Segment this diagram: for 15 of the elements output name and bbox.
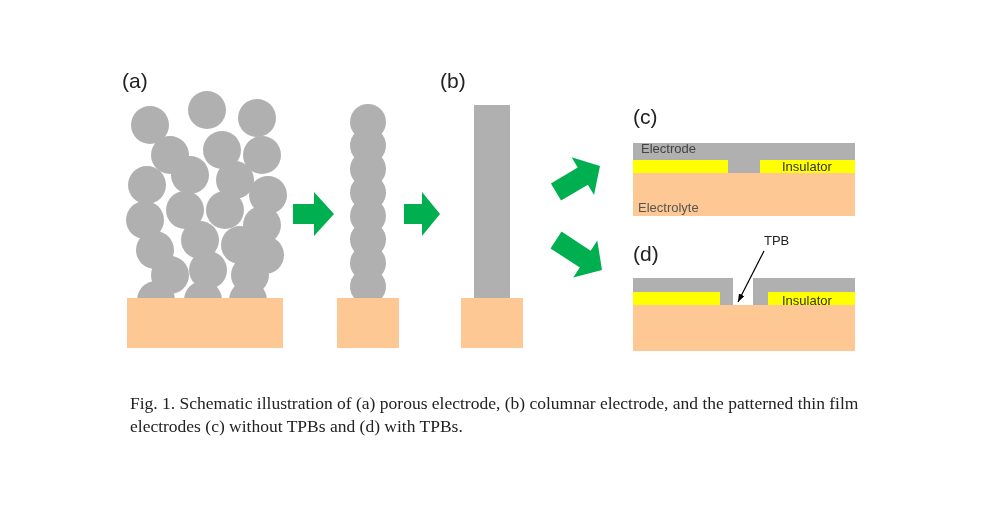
block-arrow xyxy=(404,192,440,236)
block-arrow xyxy=(293,192,334,236)
panel-label: (c) xyxy=(633,106,658,127)
callout-label: TPB xyxy=(764,234,790,247)
leader-line xyxy=(737,250,765,303)
panel-label: (d) xyxy=(633,243,659,264)
figure-caption: Fig. 1. Schematic illustration of (a) porous electrode, (b) columnar electrode, and the patterned thin film electrodes (c) without TPBs and (d) with TPBs. xyxy=(130,392,860,438)
panel-label: (a) xyxy=(122,70,148,91)
block-arrow xyxy=(550,157,600,201)
layer-label: Insulator xyxy=(782,160,832,173)
layer-label: Electrode xyxy=(641,142,696,155)
block-arrow xyxy=(550,231,602,278)
panel-label: (b) xyxy=(440,70,466,91)
layer-label: Electrolyte xyxy=(638,201,699,214)
layer-label: Insulator xyxy=(782,294,832,307)
